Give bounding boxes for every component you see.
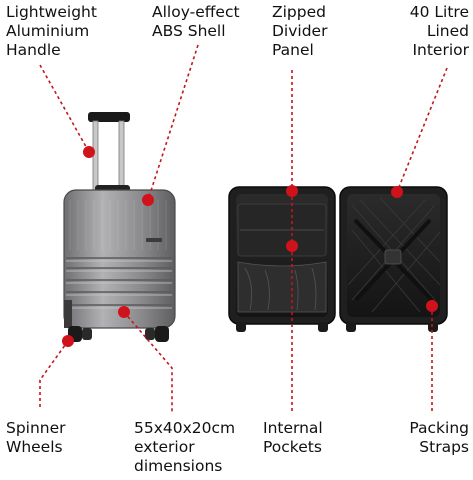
leader-dimensions <box>123 311 173 412</box>
wheel-front-right <box>155 326 169 342</box>
label-straps: Packing Straps <box>409 419 469 456</box>
markers <box>62 146 438 347</box>
label-pockets: Internal Pockets <box>263 419 323 456</box>
marker-pockets <box>286 240 298 252</box>
label-handle: Lightweight Aluminium Handle <box>6 3 97 59</box>
internal-pockets <box>237 261 327 313</box>
label-dimensions: 55x40x20cm exterior dimensions <box>134 419 236 475</box>
marker-dimensions <box>118 306 130 318</box>
marker-wheels <box>62 335 74 347</box>
label-interior: 40 Litre Lined Interior <box>409 3 469 59</box>
handle-rod-left <box>92 120 99 194</box>
marker-divider <box>286 185 298 197</box>
marker-shell <box>142 194 154 206</box>
leader-wheels <box>39 340 69 410</box>
leader-lines <box>39 44 448 412</box>
open-suitcase <box>228 186 448 332</box>
label-shell: Alloy-effect ABS Shell <box>152 3 240 40</box>
handle-grip <box>88 112 130 122</box>
leader-shell <box>147 44 199 201</box>
marker-handle <box>83 146 95 158</box>
closed-suitcase <box>63 112 176 342</box>
marker-interior <box>391 186 403 198</box>
leader-interior <box>396 67 448 193</box>
strap-buckle <box>384 249 402 265</box>
marker-straps <box>426 300 438 312</box>
label-wheels: Spinner Wheels <box>6 419 66 456</box>
suitcase-shell <box>63 189 176 329</box>
leader-handle <box>39 64 90 153</box>
handle-rod-right <box>118 120 125 194</box>
label-divider: Zipped Divider Panel <box>272 3 328 59</box>
